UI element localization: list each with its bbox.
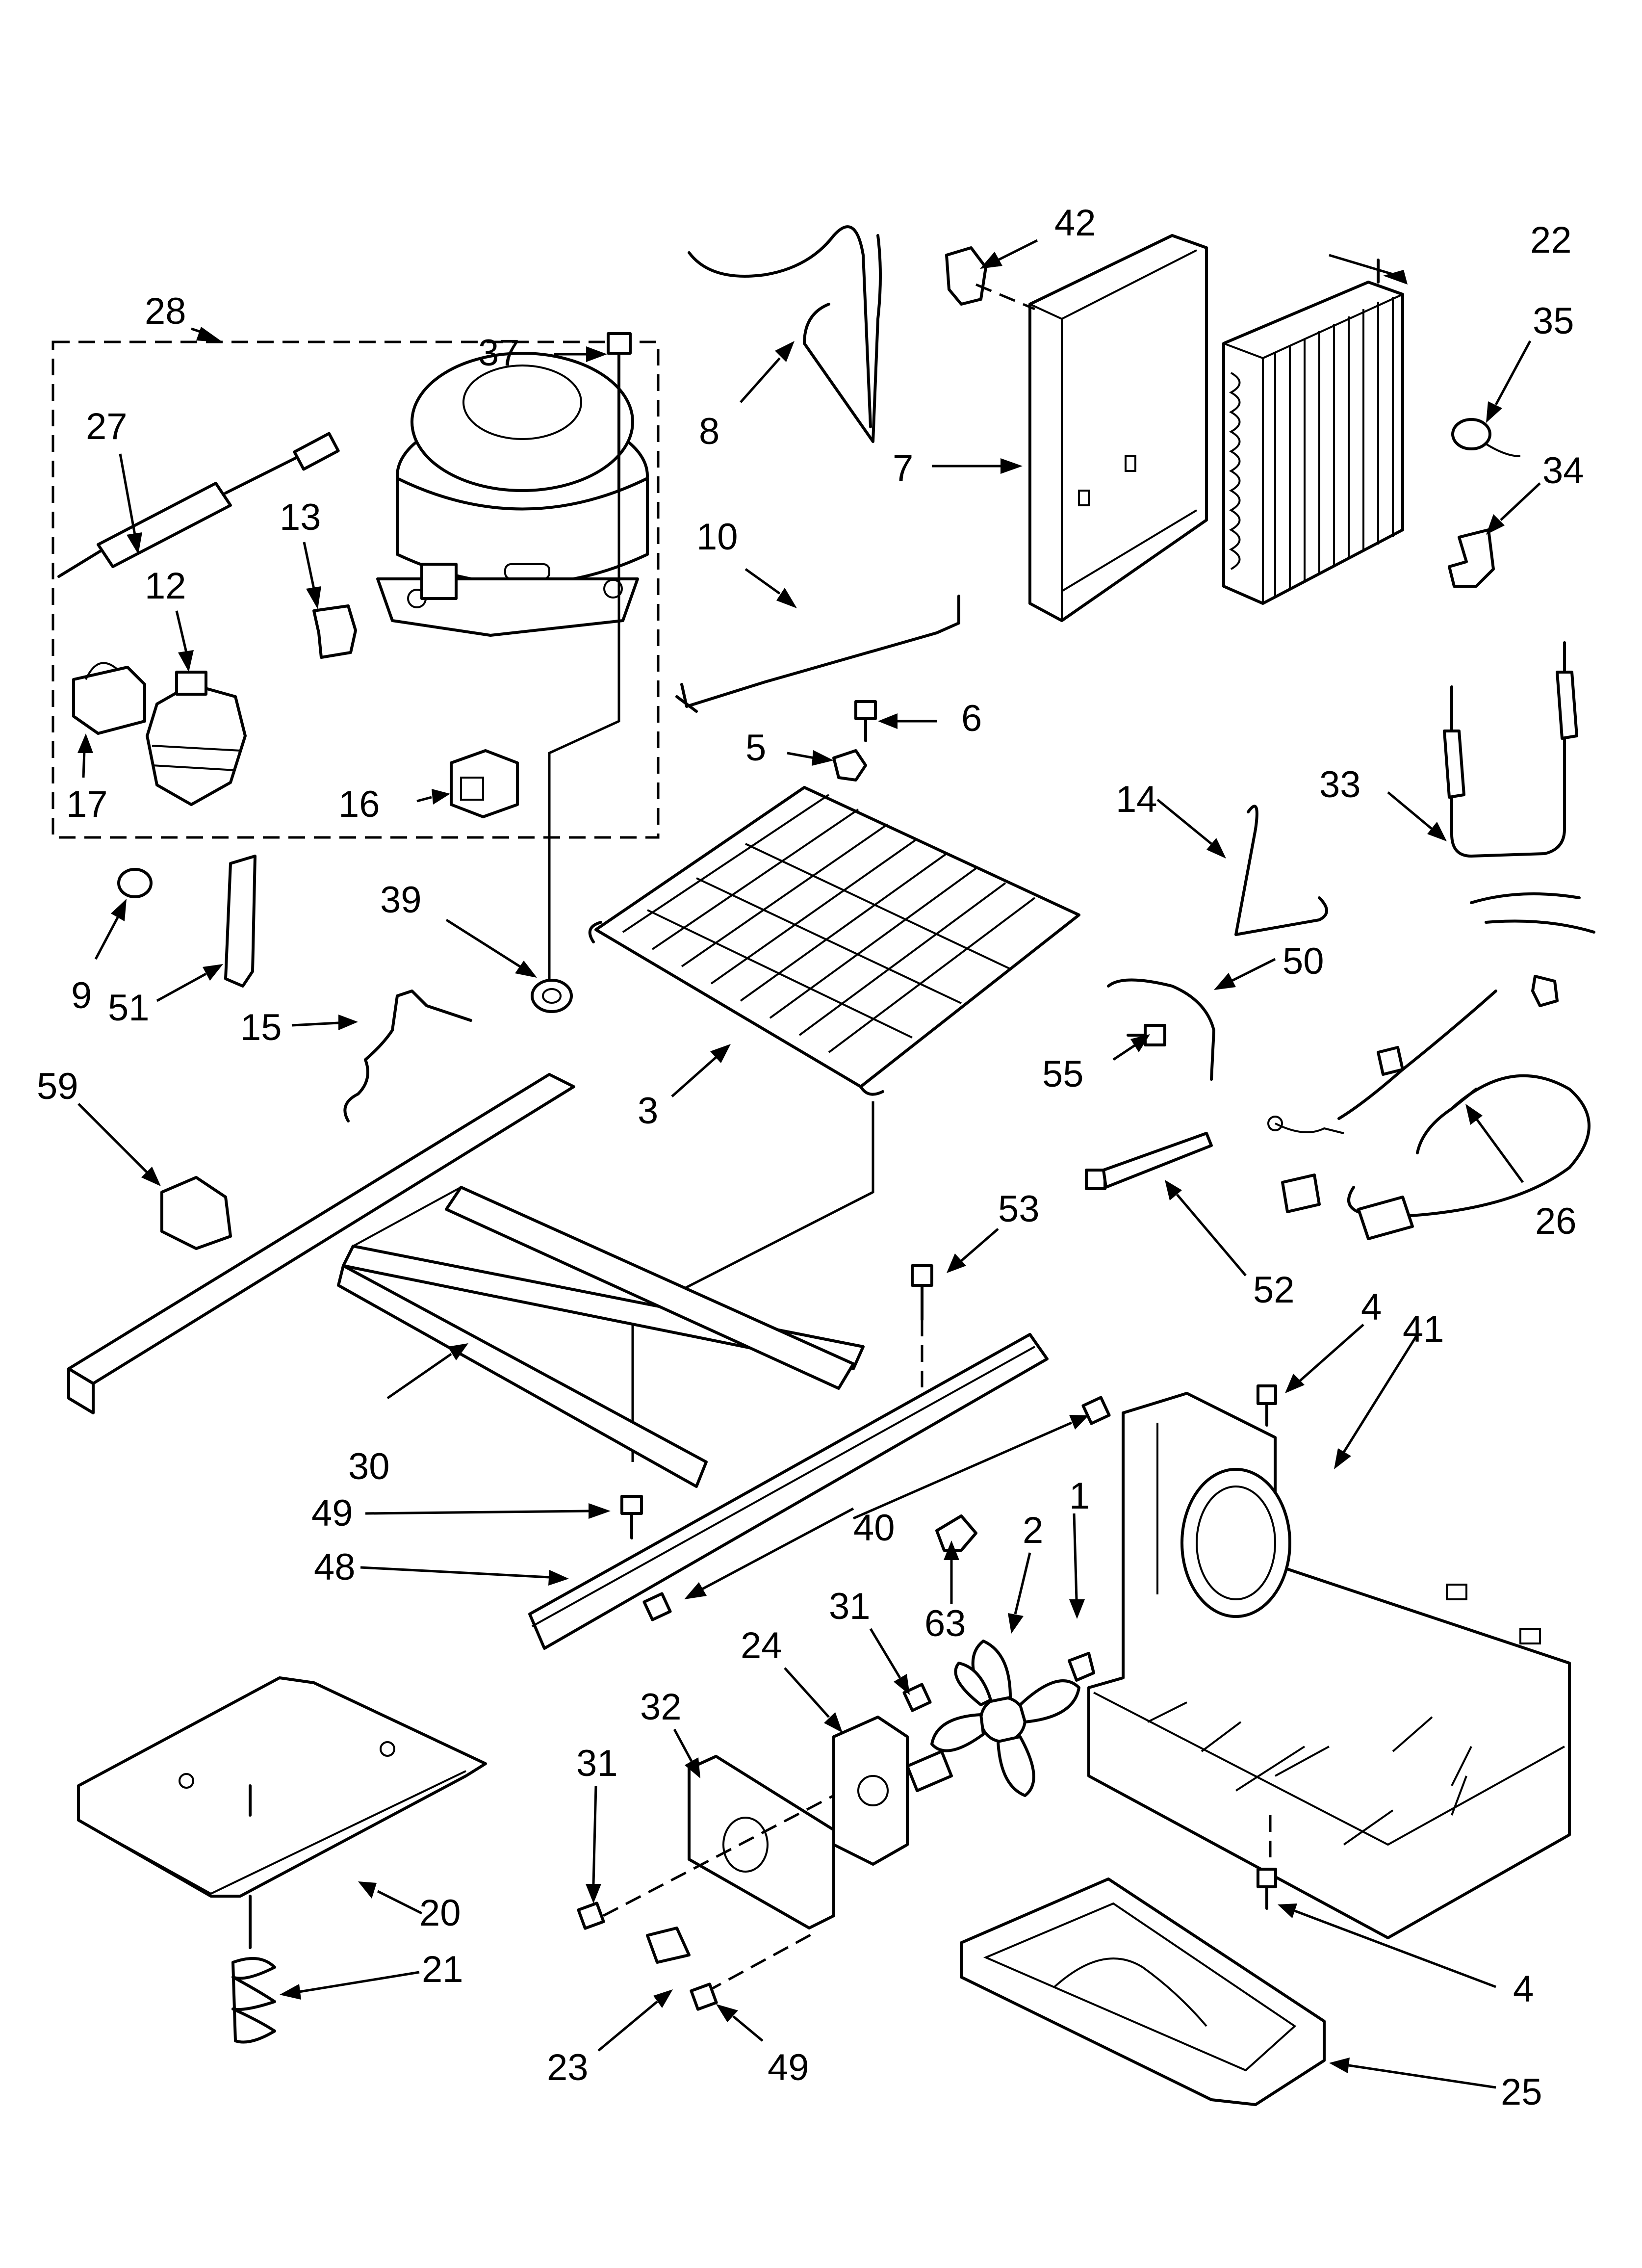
callout-13: 13 bbox=[280, 496, 321, 538]
tube-8-drawing bbox=[688, 225, 882, 443]
clip-59-drawing bbox=[160, 1176, 232, 1250]
callout-5: 5 bbox=[745, 727, 766, 769]
callout-28: 28 bbox=[145, 290, 186, 332]
callout-8: 8 bbox=[699, 411, 719, 452]
part-63-drawing bbox=[935, 1514, 977, 1552]
callout-20: 20 bbox=[419, 1892, 461, 1934]
callout-50: 50 bbox=[1283, 940, 1324, 982]
harness-26-drawing bbox=[1267, 892, 1595, 1240]
screw-49b-drawing bbox=[690, 1982, 718, 2011]
rail-48-drawing bbox=[528, 1333, 1049, 1650]
callout-37: 37 bbox=[478, 332, 520, 374]
tie-52-drawing bbox=[1085, 1132, 1213, 1190]
filter-drier-drawing bbox=[57, 432, 340, 578]
callout-26: 26 bbox=[1535, 1200, 1577, 1242]
coil-3-drawing bbox=[588, 786, 1080, 1096]
callout-31-top: 31 bbox=[829, 1586, 871, 1627]
screw-4a-drawing bbox=[1257, 1384, 1277, 1427]
callout-59: 59 bbox=[37, 1066, 78, 1107]
base-41-drawing bbox=[1087, 1392, 1571, 1939]
callout-17: 17 bbox=[66, 783, 108, 825]
callout-23: 23 bbox=[547, 2047, 589, 2088]
plate-23-drawing bbox=[646, 1927, 691, 1964]
callout-31-left: 31 bbox=[576, 1743, 618, 1784]
screw-49a-drawing bbox=[620, 1495, 643, 1539]
tube-10-drawing bbox=[675, 595, 960, 713]
callout-51: 51 bbox=[108, 987, 150, 1029]
callout-4-bottom: 4 bbox=[1513, 1968, 1534, 2010]
cover-20-drawing bbox=[77, 1676, 487, 1949]
frame-30-drawing bbox=[67, 1073, 865, 1488]
bracket-32-drawing bbox=[602, 1755, 835, 1993]
callout-1: 1 bbox=[1069, 1475, 1090, 1517]
screw-53-drawing bbox=[911, 1264, 933, 1403]
callout-53: 53 bbox=[998, 1188, 1040, 1230]
callout-22: 22 bbox=[1530, 219, 1572, 261]
callout-15: 15 bbox=[240, 1007, 282, 1048]
callout-48: 48 bbox=[314, 1546, 356, 1588]
hose-51-drawing bbox=[224, 855, 257, 988]
screw-31a-drawing bbox=[902, 1683, 932, 1712]
compressor-kit-boundary bbox=[51, 340, 660, 839]
callout-3: 3 bbox=[638, 1090, 658, 1132]
part-35-drawing bbox=[1451, 418, 1521, 457]
callout-33: 33 bbox=[1319, 764, 1361, 806]
callout-30: 30 bbox=[348, 1446, 390, 1487]
tubing-33-drawing bbox=[1443, 641, 1578, 858]
hanger-14-drawing bbox=[1234, 805, 1328, 936]
callout-14: 14 bbox=[1116, 779, 1157, 820]
callout-9: 9 bbox=[71, 975, 92, 1017]
part-34-drawing bbox=[1448, 528, 1495, 588]
screw-4b-drawing bbox=[1257, 1815, 1277, 1910]
screw-6-drawing bbox=[854, 700, 877, 742]
callout-6: 6 bbox=[961, 698, 982, 739]
screw-40-drawing bbox=[642, 1396, 1111, 1621]
drain-pan-25-drawing bbox=[960, 1877, 1326, 2106]
callout-21: 21 bbox=[422, 1949, 463, 1990]
clip-13-drawing bbox=[312, 604, 357, 659]
bracket-50-drawing bbox=[1107, 978, 1215, 1081]
wire-15-drawing bbox=[343, 990, 472, 1122]
condenser-22-drawing bbox=[1222, 259, 1404, 605]
part-1-drawing bbox=[1068, 1652, 1095, 1682]
callout-49: 49 bbox=[311, 1492, 353, 1534]
grommet-39-drawing bbox=[531, 979, 573, 1013]
bracket-5-drawing bbox=[832, 749, 867, 782]
callout-39: 39 bbox=[380, 879, 422, 921]
screw-37-drawing bbox=[607, 332, 632, 492]
callout-52: 52 bbox=[1253, 1269, 1295, 1311]
clip-42-drawing bbox=[945, 246, 987, 306]
plug-9-drawing bbox=[117, 868, 153, 898]
callout-7: 7 bbox=[893, 447, 913, 489]
part-16-drawing bbox=[450, 749, 519, 818]
callout-24: 24 bbox=[741, 1625, 782, 1667]
callout-16: 16 bbox=[338, 783, 380, 825]
callout-12: 12 bbox=[145, 565, 186, 607]
fan-blade-2-drawing bbox=[930, 1640, 1080, 1797]
callout-49-bottom: 49 bbox=[768, 2047, 809, 2088]
callout-42: 42 bbox=[1054, 202, 1096, 244]
callout-41: 41 bbox=[1403, 1308, 1444, 1350]
overload-17-drawing bbox=[72, 662, 146, 735]
fan-motor-24-drawing bbox=[832, 1716, 953, 1866]
compressor-drawing bbox=[376, 352, 649, 637]
callout-34: 34 bbox=[1542, 450, 1584, 492]
shroud-7-drawing bbox=[1028, 234, 1208, 622]
callout-4: 4 bbox=[1361, 1286, 1382, 1328]
relay-12-drawing bbox=[146, 671, 247, 806]
callout-35: 35 bbox=[1533, 300, 1574, 342]
callout-55: 55 bbox=[1042, 1053, 1084, 1095]
callout-25: 25 bbox=[1501, 2071, 1542, 2113]
callout-63: 63 bbox=[924, 1603, 966, 1644]
callout-2: 2 bbox=[1023, 1510, 1043, 1551]
callout-40: 40 bbox=[853, 1507, 895, 1549]
callout-27: 27 bbox=[86, 406, 128, 447]
screw-31b-drawing bbox=[577, 1902, 605, 1930]
callout-10: 10 bbox=[696, 516, 738, 558]
spring-21-drawing bbox=[231, 1957, 276, 2044]
callout-32: 32 bbox=[640, 1686, 682, 1728]
